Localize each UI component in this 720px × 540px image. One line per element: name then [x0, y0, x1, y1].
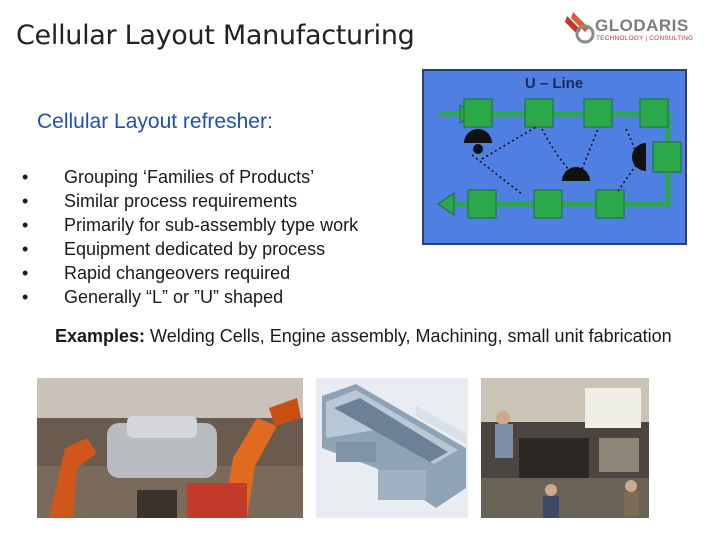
glodaris-logo: GLODARIS TECHNOLOGY | CONSULTING [563, 10, 703, 46]
machining-workshop-photo [481, 378, 649, 518]
operator-icon [632, 143, 646, 171]
station-box [595, 189, 625, 219]
bullet-item: •Grouping ‘Families of Products’ [22, 167, 315, 187]
station-box [524, 98, 554, 128]
station-box [467, 189, 497, 219]
diagram-title: U – Line [525, 75, 583, 92]
logo-tagline: TECHNOLOGY | CONSULTING [596, 35, 694, 42]
bullet-item: •Generally “L” or ”U” shaped [22, 287, 284, 307]
logo-mark-icon [565, 12, 595, 44]
station-box [583, 98, 613, 128]
operator-icon [464, 129, 492, 154]
station-box [639, 98, 669, 128]
engine-assembly-photo [316, 378, 468, 518]
slide-title: Cellular Layout Manufacturing [16, 20, 415, 51]
bullet-item: •Similar process requirements [22, 191, 298, 211]
station-box [463, 98, 493, 128]
station-box [652, 141, 682, 173]
welding-cell-photo [37, 378, 303, 518]
bullet-item: •Rapid changeovers required [22, 263, 291, 283]
operator-icon [562, 167, 590, 181]
logo-brand: GLODARIS [595, 16, 689, 35]
examples-label: Examples: [55, 326, 146, 346]
bullet-list: •Grouping ‘Families of Products’ •Simila… [22, 165, 358, 309]
bullet-item: •Primarily for sub-assembly type work [22, 215, 359, 235]
bullet-item: •Equipment dedicated by process [22, 239, 326, 259]
slide-subtitle: Cellular Layout refresher: [37, 110, 273, 133]
station-box [533, 189, 563, 219]
examples-text: Examples: Welding Cells, Engine assembly… [55, 326, 672, 346]
exit-arrow-icon [437, 192, 455, 216]
operator-path [471, 126, 637, 195]
u-line-diagram: U – Line [422, 69, 687, 245]
